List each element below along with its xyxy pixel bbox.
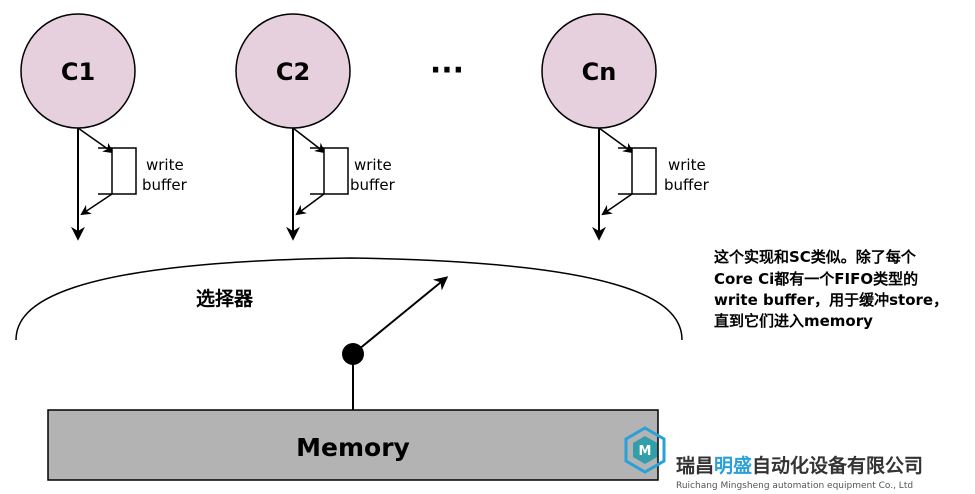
buffer-label-line1: write [668, 156, 706, 174]
from-buffer-arrow [80, 193, 113, 216]
watermark-company-en: Ruichang Mingsheng automation equipment … [676, 481, 913, 491]
note-line-4: 直到它们进入memory [714, 312, 873, 330]
note-text: 这个实现和SC类似。除了每个 Core Ci都有一个FIFO类型的 write … [714, 248, 948, 330]
buffer-label-line2: buffer [142, 176, 188, 194]
buffer-label-line1: write [354, 156, 392, 174]
watermark-logo-icon: M [624, 426, 666, 474]
memory-block [47, 409, 659, 481]
core-group-2: C2 write buffer [235, 13, 396, 241]
core-label: C2 [276, 58, 310, 86]
watermark-company-cn: 瑞昌明盛自动化设备有限公司 [676, 454, 923, 477]
selector-label: 选择器 [196, 288, 254, 310]
memory-label: Memory [296, 433, 410, 462]
write-buffer-box [111, 147, 137, 195]
note-line-1: 这个实现和SC类似。除了每个 [714, 248, 917, 266]
selector-arch [15, 257, 683, 341]
buffer-label-line2: buffer [350, 176, 396, 194]
switch-arm-arrow [352, 276, 449, 355]
core-label: C1 [61, 58, 95, 86]
buffer-label-line1: write [146, 156, 184, 174]
core-label: Cn [582, 58, 617, 86]
ellipsis: ··· [430, 53, 464, 88]
watermark: M 瑞昌明盛自动化设备有限公司 Ruichang Mingsheng autom… [624, 426, 923, 491]
note-line-3: write buffer，用于缓冲store， [714, 291, 948, 309]
core-group-1: C1 write buffer [20, 13, 188, 241]
buffer-label-line2: buffer [664, 176, 710, 194]
svg-text:M: M [639, 444, 652, 459]
write-buffer-box [323, 147, 349, 195]
from-buffer-arrow [601, 193, 633, 216]
switch-pivot [342, 343, 364, 365]
core-group-n: Cn write buffer [541, 13, 710, 241]
from-buffer-arrow [295, 193, 325, 216]
write-buffer-box [631, 147, 657, 195]
note-line-2: Core Ci都有一个FIFO类型的 [714, 270, 918, 288]
